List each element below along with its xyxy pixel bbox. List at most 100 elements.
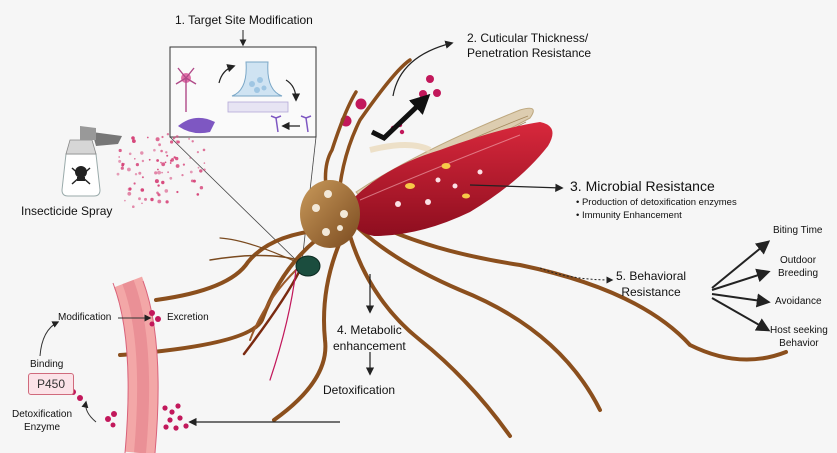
cuticular-label: 2. Cuticular Thickness/ Penetration Resi… xyxy=(467,31,591,61)
spray-droplet xyxy=(174,156,176,158)
spray-droplet xyxy=(118,160,121,163)
spray-droplet xyxy=(149,159,151,161)
penetration-arrow xyxy=(372,98,426,138)
spray-droplet xyxy=(161,181,164,184)
spray-droplet xyxy=(181,174,183,176)
excretion-label: Excretion xyxy=(167,312,209,323)
host-seeking-label: Host seeking Behavior xyxy=(770,324,828,350)
spray-droplet xyxy=(161,136,163,138)
spray-droplet xyxy=(176,135,179,138)
spray-droplet xyxy=(141,203,143,205)
spray-droplet xyxy=(141,188,145,192)
spray-droplet xyxy=(157,169,159,171)
behavioral-branches xyxy=(712,242,768,330)
spray-droplet xyxy=(172,158,174,160)
spray-droplet xyxy=(129,187,132,190)
microbial-item-2: • Immunity Enhancement xyxy=(576,210,682,221)
spray-droplets xyxy=(117,133,206,208)
spray-droplet xyxy=(156,137,160,141)
avoidance-label: Avoidance xyxy=(775,296,822,307)
microbial-item-1-text: Production of detoxification enzymes xyxy=(582,197,737,208)
spray-droplet xyxy=(173,138,175,140)
spray-droplet xyxy=(138,197,141,200)
target-site-label: 1. Target Site Modification xyxy=(175,13,313,27)
spray-droplet xyxy=(157,193,160,196)
spray-droplet xyxy=(204,162,206,164)
spray-droplet xyxy=(158,143,161,146)
spray-droplet xyxy=(124,200,126,202)
biting-time-label: Biting Time xyxy=(773,225,822,236)
modification-label: Modification xyxy=(58,312,111,323)
spray-droplet xyxy=(192,140,194,142)
spray-droplet xyxy=(169,177,172,180)
spray-droplet xyxy=(154,171,157,174)
microbial-item-2-text: Immunity Enhancement xyxy=(582,210,682,221)
spray-droplet xyxy=(132,205,135,208)
spray-droplet xyxy=(165,162,167,164)
spray-droplet xyxy=(157,184,159,186)
spray-droplet xyxy=(135,173,137,175)
spray-droplet xyxy=(167,171,169,173)
spray-droplet xyxy=(200,186,203,189)
spray-droplet xyxy=(119,149,122,152)
cuticular-arrow xyxy=(393,43,452,96)
spray-droplet xyxy=(203,149,206,152)
blood-vessel xyxy=(113,281,158,453)
detox-enzyme-label: Detoxification Enzyme xyxy=(12,408,72,434)
detoxification-label: Detoxification xyxy=(323,383,395,397)
spray-droplet xyxy=(190,171,193,174)
spray-droplet xyxy=(150,198,153,201)
spray-droplet xyxy=(127,168,131,172)
spray-droplet xyxy=(161,172,163,174)
spray-droplet xyxy=(189,157,191,159)
spray-droplet xyxy=(134,182,136,184)
spray-droplet xyxy=(142,160,144,162)
p450-box: P450 xyxy=(28,373,74,395)
spray-droplet xyxy=(129,153,132,156)
target-site-inset xyxy=(170,47,316,262)
spray-droplet xyxy=(144,198,147,201)
spray-droplet xyxy=(157,200,161,204)
metabolic-label: 4. Metabolic enhancement xyxy=(333,322,406,354)
spray-droplet xyxy=(147,137,149,139)
outdoor-breeding-label: Outdoor Breeding xyxy=(778,254,818,280)
spray-droplet xyxy=(155,179,159,183)
spray-droplet xyxy=(157,171,161,175)
spray-droplet xyxy=(203,169,205,171)
spray-droplet xyxy=(142,176,144,178)
spray-droplet xyxy=(160,150,163,153)
spray-droplet xyxy=(160,162,162,164)
spray-droplet xyxy=(161,162,165,166)
spray-droplet xyxy=(167,133,169,135)
spray-bottle-icon xyxy=(62,126,122,196)
spray-droplet xyxy=(170,140,173,143)
spray-droplet xyxy=(176,140,179,143)
microbial-label: 3. Microbial Resistance xyxy=(570,178,715,194)
spray-droplet xyxy=(166,200,169,203)
spray-droplet xyxy=(156,159,159,162)
spray-droplet xyxy=(198,167,200,169)
microbial-item-1: • Production of detoxification enzymes xyxy=(576,197,737,208)
spray-droplet xyxy=(197,193,200,196)
spray-droplet xyxy=(134,158,136,160)
spray-droplet xyxy=(176,164,180,168)
spray-droplet xyxy=(127,192,131,196)
spray-droplet xyxy=(153,149,156,152)
thorax xyxy=(300,180,360,248)
spray-droplet xyxy=(170,162,172,164)
spray-droplet xyxy=(199,169,202,172)
spray-droplet xyxy=(140,151,143,154)
behavioral-label: 5. Behavioral Resistance xyxy=(616,268,686,300)
spray-droplet xyxy=(131,136,135,140)
spray-droplet xyxy=(118,156,120,158)
spray-droplet xyxy=(121,163,123,165)
spray-droplet xyxy=(165,151,167,153)
spray-droplet xyxy=(117,173,120,176)
spray-droplet xyxy=(121,167,124,170)
spray-droplet xyxy=(176,191,178,193)
spray-droplet xyxy=(183,164,185,166)
spray-droplet xyxy=(165,189,169,193)
spray-droplet xyxy=(188,138,190,140)
spray-droplet xyxy=(136,163,139,166)
spray-droplet xyxy=(197,151,199,153)
